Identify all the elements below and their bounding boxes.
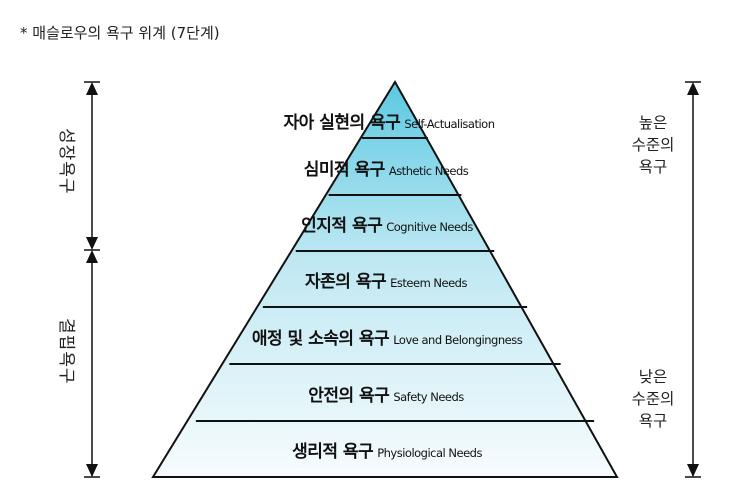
level-korean-label: 안전의 욕구 <box>308 385 390 406</box>
level-english-label: Self-Actualisation <box>404 117 495 131</box>
level-korean-label: 심미적 욕구 <box>303 159 386 180</box>
low-label-line: 욕구 <box>638 412 668 430</box>
level-english-label: Safety Needs <box>393 389 464 404</box>
level-korean-label: 인지적 욕구 <box>301 216 383 236</box>
level-english-label: Esteem Needs <box>390 276 467 290</box>
pyramid-shape <box>151 80 619 478</box>
high-label-line: 높은 <box>638 114 668 132</box>
level-korean-label: 자존의 욕구 <box>305 272 387 292</box>
level-english-label: Cognitive Needs <box>386 220 473 234</box>
need-level-arrow <box>685 81 701 478</box>
high-label-line: 수준의 <box>631 136 675 154</box>
high-level-needs-label: 높은 수준의 욕구 <box>618 112 688 178</box>
level-english-label: Asthetic Needs <box>388 163 469 178</box>
growth-needs-label: 성장욕구 <box>56 128 76 195</box>
deficiency-needs-arrow <box>84 250 100 478</box>
level-korean-label: 애정 및 소속의 욕구 <box>251 328 390 349</box>
low-level-needs-label: 낮은 수준의 욕구 <box>618 366 688 432</box>
diagram-caption: * 매슬로우의 욕구 위계 (7단계) <box>20 24 220 42</box>
level-korean-label: 자아 실현의 욕구 <box>283 113 401 133</box>
growth-needs-arrow <box>84 81 100 251</box>
deficiency-needs-label: 결핍욕구 <box>56 318 76 385</box>
level-korean-label: 생리적 욕구 <box>292 442 374 462</box>
high-label-line: 욕구 <box>638 158 668 176</box>
low-label-line: 낮은 <box>638 368 668 386</box>
low-label-line: 수준의 <box>631 390 675 408</box>
level-english-label: Love and Belongingness <box>393 332 523 347</box>
level-english-label: Physiological Needs <box>377 446 482 460</box>
